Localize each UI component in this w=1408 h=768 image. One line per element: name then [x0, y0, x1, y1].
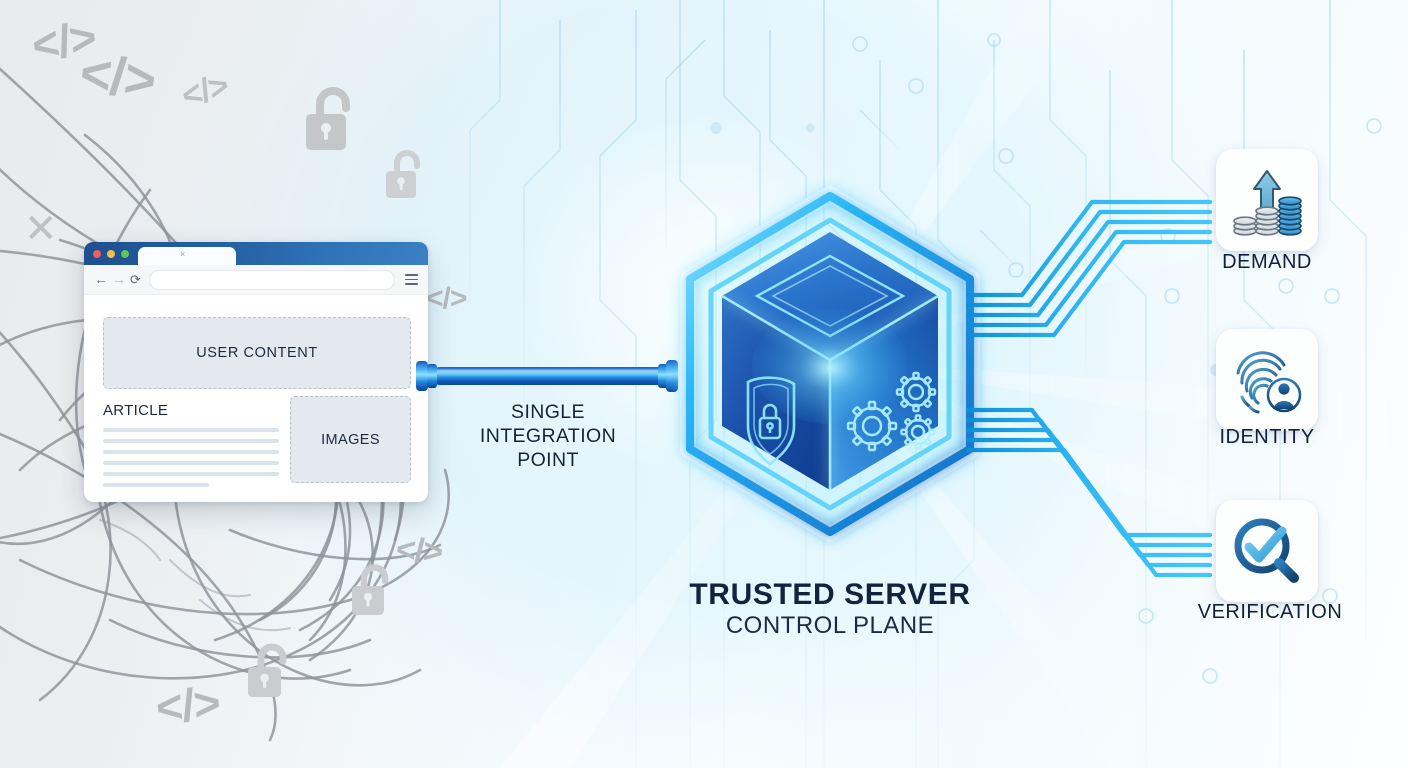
back-icon[interactable]: ←: [94, 271, 108, 287]
hamburger-menu-icon[interactable]: [405, 274, 418, 285]
browser-toolbar: ← → ⟳: [84, 265, 428, 295]
code-glyph-icon: </>: [153, 676, 222, 734]
magnifier-check-icon: [1234, 518, 1299, 583]
article-heading: ARTICLE: [103, 402, 169, 419]
unlock-icon: [248, 643, 287, 697]
images-placeholder: IMAGES: [290, 396, 411, 483]
integration-label-line1: SINGLE: [511, 401, 585, 423]
shield-lock-icon: [746, 376, 796, 466]
unlock-icon: [352, 564, 389, 615]
browser-titlebar: ×: [84, 242, 428, 265]
user-content-placeholder: USER CONTENT: [103, 317, 411, 389]
integration-label-line3: POINT: [517, 449, 579, 471]
hub-subtitle: CONTROL PLANE: [725, 612, 935, 639]
code-glyph-icon: </>: [426, 282, 467, 315]
integration-pipe: [414, 352, 682, 400]
maximize-traffic-light[interactable]: [121, 250, 129, 258]
integration-point-label: SINGLE INTEGRATION POINT: [452, 400, 644, 472]
article-text-lines: [103, 428, 279, 494]
integration-label-line2: INTEGRATION: [479, 425, 617, 447]
browser-window[interactable]: × ← → ⟳ USER CONTENT ARTICLE IMAGES: [84, 242, 428, 502]
trusted-server-hub[interactable]: [650, 178, 1010, 550]
images-label: IMAGES: [321, 431, 380, 448]
code-glyph-icon: </>: [76, 42, 159, 112]
gears-icon: [846, 371, 937, 452]
output-card-demand[interactable]: [1216, 149, 1318, 251]
close-traffic-light[interactable]: [93, 250, 101, 258]
x-mark-icon: ✕: [24, 207, 58, 251]
browser-tab[interactable]: [138, 247, 236, 265]
output-card-identity[interactable]: [1216, 329, 1318, 431]
reload-icon[interactable]: ⟳: [130, 272, 141, 287]
output-card-verification[interactable]: [1216, 500, 1318, 602]
tab-close-icon[interactable]: ×: [180, 249, 186, 259]
minimize-traffic-light[interactable]: [107, 250, 115, 258]
bus-demand: [965, 199, 1213, 338]
output-label-demand: DEMAND: [1222, 251, 1312, 273]
forward-icon[interactable]: →: [112, 271, 126, 287]
output-circuit-buses: [960, 140, 1220, 620]
browser-page-content: USER CONTENT ARTICLE IMAGES: [84, 295, 428, 502]
coin-stacks-up-arrow-icon: [1233, 170, 1302, 236]
output-label-verification: VERIFICATION: [1197, 601, 1343, 623]
user-content-label: USER CONTENT: [196, 345, 318, 361]
bus-verification: [965, 407, 1213, 578]
fingerprint-person-icon: [1236, 351, 1302, 414]
unlock-icon: [306, 87, 350, 150]
bus-identity: [965, 369, 1213, 427]
output-label-identity: IDENTITY: [1219, 426, 1315, 448]
url-input[interactable]: [149, 270, 395, 290]
code-glyph-icon: </>: [394, 530, 444, 572]
hub-title: TRUSTED SERVER: [689, 578, 971, 611]
unlock-icon: [386, 150, 420, 198]
